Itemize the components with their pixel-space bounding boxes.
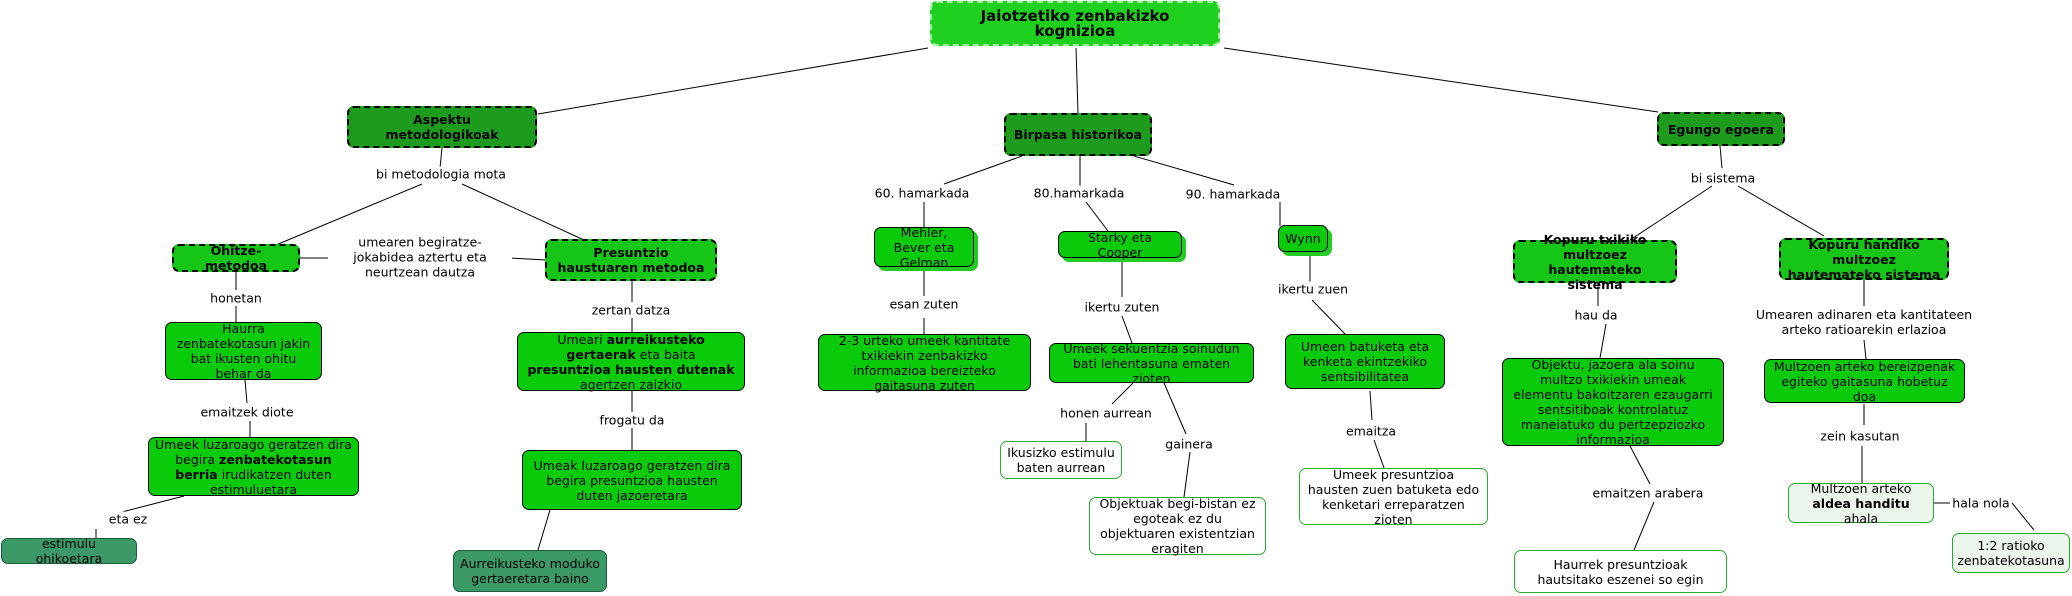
label-honetan: honetan: [208, 290, 264, 306]
node-wynn: Wynn: [1278, 225, 1328, 252]
node-umeari-gertaerak: Umeari aurreikusteko gertaerak eta baita…: [517, 331, 745, 392]
node-aspektu-metodologikoak: Aspektu metodologikoak: [347, 106, 537, 148]
node-2-3-urteko: 2-3 urteko umeek kantitate txikiekin zen…: [818, 333, 1031, 393]
umeari-text: Umeari aurreikusteko gertaerak eta baita…: [527, 331, 735, 392]
label-emaitzek-diote: emaitzek diote: [198, 404, 296, 420]
node-multzoen-bereizpenak: Multzoen arteko bereizpenak egiteko gait…: [1764, 359, 1965, 404]
root-node: Jaiotzetiko zenbakizko kognizioa: [930, 1, 1220, 46]
node-ratio-1-2: 1:2 ratioko zenbatekotasuna: [1952, 533, 2070, 573]
label-80-hamarkada: 80.hamarkada: [1031, 185, 1127, 201]
label-hau-da: hau da: [1572, 307, 1620, 323]
umeek-luzaroago-1-text: Umeek luzaroago geratzen dira begira zen…: [155, 436, 352, 497]
label-bi-metodologia: bi metodologia mota: [374, 166, 508, 182]
label-zein-kasutan: zein kasutan: [1818, 428, 1902, 444]
node-presuntzioa-hausten: Umeek presuntzioa hausten zuen batuketa …: [1299, 467, 1488, 527]
multzoen-aldea-text: Multzoen arteko aldea handitu ahala: [1810, 480, 1912, 526]
node-birpasa-historikoa: Birpasa historikoa: [1004, 113, 1152, 156]
node-egungo-egoera: Egungo egoera: [1657, 112, 1785, 146]
label-zertan-datza: zertan datza: [589, 302, 673, 318]
label-ikertu-zuten: ikertu zuten: [1082, 299, 1162, 315]
node-ohitze-metodoa: Ohitze-metodoa: [172, 243, 300, 273]
label-honen-aurrean: honen aurrean: [1058, 405, 1154, 421]
node-ikusizko-estimulu: Ikusizko estimulu baten aurrean: [1000, 441, 1122, 479]
label-60-hamarkada: 60. hamarkada: [872, 185, 972, 201]
node-objektuak-begi-bistan: Objektuak begi-bistan ez egoteak ez du o…: [1089, 496, 1266, 556]
node-kopuru-txikiko-sistema: Kopuru txikiko multzoez hautemateko sist…: [1513, 232, 1677, 292]
label-gainera: gainera: [1163, 436, 1215, 452]
node-starky-cooper: Starky eta Cooper: [1058, 230, 1182, 260]
label-umearen-begiratze: umearen begiratze-jokabidea aztertu eta …: [328, 234, 512, 280]
node-mehler-bever-gelman: Mehler, Bever eta Gelman: [874, 225, 974, 270]
label-emaitza: emaitza: [1343, 423, 1399, 439]
node-haurra-ohitu: Haurra zenbatekotasun jakin bat ikusten …: [165, 321, 322, 381]
node-umeak-luzaroago-2: Umeak luzaroago geratzen dira begira pre…: [522, 450, 742, 510]
label-bi-sistema: bi sistema: [1688, 170, 1758, 186]
node-estimulu-ohikoetara: estimulu ohikoetara: [1, 536, 137, 566]
label-90-hamarkada: 90. hamarkada: [1183, 186, 1283, 202]
label-ikertu-zuen: ikertu zuen: [1276, 281, 1350, 297]
node-multzoen-aldea: Multzoen arteko aldea handitu ahala: [1788, 480, 1934, 526]
label-eta-ez: eta ez: [106, 511, 150, 527]
node-umeek-luzaroago-1: Umeek luzaroago geratzen dira begira zen…: [148, 436, 359, 497]
label-frogatu-da: frogatu da: [597, 412, 667, 428]
node-sekuentzia-soinuduna: Umeek sekuentzia soinudun bati lehentasu…: [1049, 341, 1254, 386]
node-objektu-jazoera-soinu: Objektu, jazoera ala soinu multzo txikie…: [1502, 357, 1724, 447]
label-emaitzen-arabera: emaitzen arabera: [1590, 485, 1706, 501]
label-umearen-adinaren: Umearen adinaren eta kantitateen arteko …: [1747, 307, 1981, 337]
node-kopuru-handiko-sistema: Kopuru handiko multzoez hautemateko sist…: [1779, 237, 1949, 282]
node-presuntzio-metodoa: Presuntzio haustuaren metodoa: [545, 239, 717, 281]
label-hala-nola: hala nola: [1950, 495, 2012, 511]
node-haurrek-presuntzioak: Haurrek presuntzioak hautsitako eszenei …: [1514, 550, 1727, 593]
node-aurreikusteko-gertaeretara: Aurreikusteko moduko gertaeretara baino: [453, 550, 607, 592]
node-batuketa-kenketa: Umeen batuketa eta kenketa ekintzekiko s…: [1285, 334, 1445, 389]
label-esan-zuten: esan zuten: [887, 296, 961, 312]
